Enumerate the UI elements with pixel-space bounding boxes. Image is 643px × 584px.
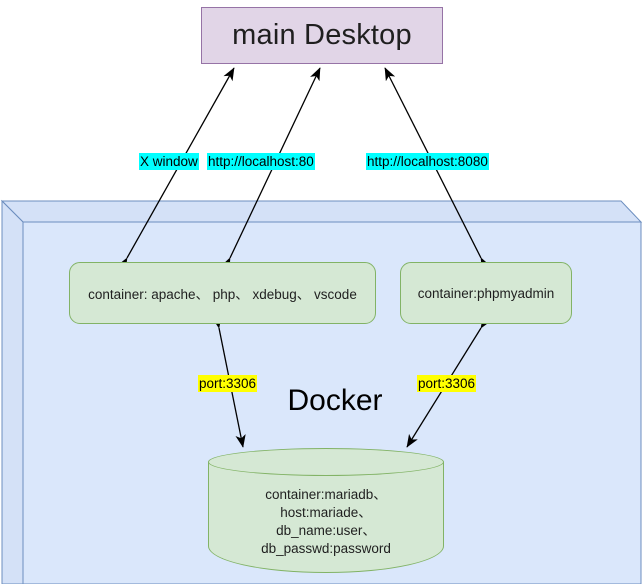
edge-label-port-3306-web: port:3306 [198,375,258,392]
node-main-desktop-label: main Desktop [232,19,412,51]
node-container-web-label: container: apache、 php、 xdebug、 vscode [88,287,357,302]
cylinder-body [208,462,444,573]
edge-label-port-3306-pma: port:3306 [417,375,477,392]
node-database-cylinder[interactable]: container:mariadb、 host:mariade、 db_name… [208,448,444,573]
node-container-web[interactable]: container: apache、 php、 xdebug、 vscode [69,262,376,324]
edge-label-http-localhost-8080: http://localhost:8080 [366,153,489,170]
docker-boundary-label-text: Docker [287,384,383,417]
db-line-dbname: db_name:user、 [276,523,376,538]
node-container-phpmyadmin-label: container:phpmyadmin [417,285,555,301]
node-main-desktop[interactable]: main Desktop [201,7,443,64]
edge-label-x-window: X window [139,153,199,170]
edge-label-http-localhost-80: http://localhost:80 [207,153,315,170]
db-line-dbpasswd: db_passwd:password [261,541,391,556]
docker-boundary-label: Docker [275,382,395,420]
cylinder-top-ellipse [208,448,444,476]
node-container-phpmyadmin[interactable]: container:phpmyadmin [400,262,572,324]
db-line-host: host:mariade、 [280,505,372,520]
node-database-label: container:mariadb、 host:mariade、 db_name… [208,486,444,558]
db-line-container: container:mariadb、 [265,487,387,502]
